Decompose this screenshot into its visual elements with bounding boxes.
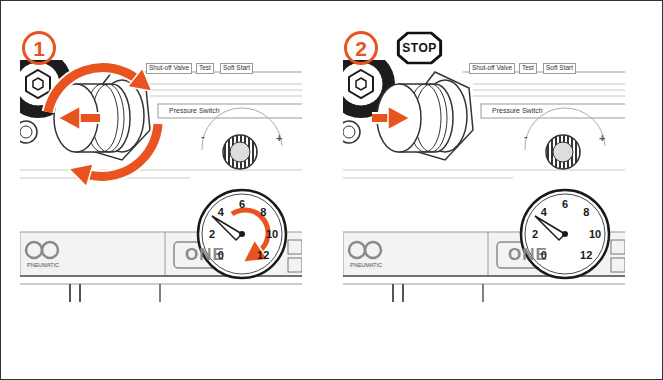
switch-label: Pressure Switch (491, 107, 544, 114)
gauge-number: 2 (532, 229, 538, 240)
gauge-number: 4 (218, 207, 224, 218)
rotate-arrows (48, 68, 268, 252)
softstart-label: Soft Start (543, 63, 576, 74)
gauge-number: 0 (541, 250, 547, 261)
brand-text: PNEUMATIC (350, 263, 382, 269)
device-illustration (327, 50, 633, 302)
minus-sign: - (524, 131, 528, 142)
stop-sign: STOP (396, 31, 443, 65)
gauge-number: 4 (541, 207, 547, 218)
step-digit: 1 (33, 38, 45, 59)
device-illustration (4, 50, 310, 302)
push-arrow (372, 118, 392, 119)
softstart-label: Soft Start (220, 63, 253, 74)
stop-text: STOP (402, 42, 436, 54)
step-number: 2 (344, 31, 378, 65)
gauge-number: 12 (580, 250, 592, 261)
minus-sign: - (201, 131, 205, 142)
plus-sign: + (276, 133, 282, 144)
switch-label: Pressure Switch (168, 107, 221, 114)
gauge-number: 12 (257, 250, 269, 261)
valve-label: Shut-off Valve (146, 63, 192, 74)
valve-label: Shut-off Valve (469, 63, 515, 74)
brand-text: PNEUMATIC (27, 263, 59, 269)
test-label: Test (519, 63, 537, 74)
gauge-number: 10 (266, 229, 278, 240)
gauge-number: 8 (260, 207, 266, 218)
plus-sign: + (599, 133, 605, 144)
step-number: 1 (22, 31, 56, 65)
step-digit: 2 (355, 38, 367, 59)
gauge-number: 2 (209, 229, 215, 240)
gauge-number: 6 (562, 199, 568, 210)
gauge-number: 6 (239, 199, 245, 210)
gauge-number: 8 (583, 207, 589, 218)
gauge-number: 10 (589, 229, 601, 240)
test-label: Test (196, 63, 214, 74)
gauge-number: 0 (218, 250, 224, 261)
